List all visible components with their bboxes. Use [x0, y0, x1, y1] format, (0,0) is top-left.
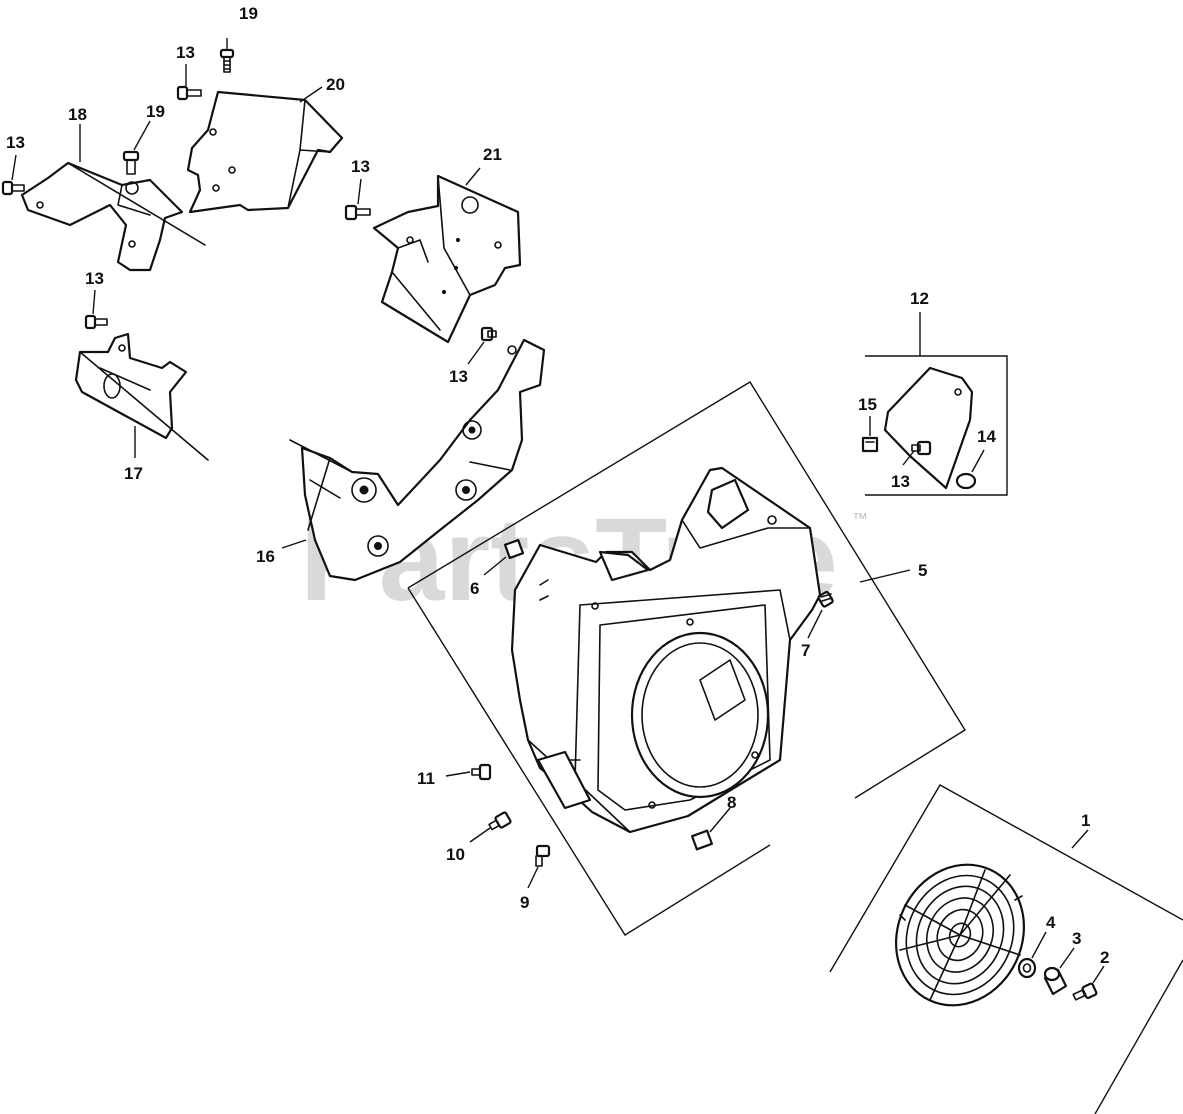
callout-18: 18	[68, 105, 87, 124]
part-13-bolt-d[interactable]	[84, 314, 108, 330]
part-21-shield[interactable]	[372, 174, 522, 344]
leader-13e	[467, 341, 485, 365]
part-11-bolt[interactable]	[471, 763, 492, 781]
callout-13-baffle: 13	[449, 367, 468, 386]
leader-19b	[133, 120, 151, 151]
leader-13f	[902, 450, 915, 466]
callout-15: 15	[858, 395, 877, 414]
callout-13-top: 13	[176, 43, 195, 62]
callout-20: 20	[326, 75, 345, 94]
leader-7	[807, 609, 823, 639]
callout-1: 1	[1081, 811, 1090, 830]
part-13-bolt-a[interactable]	[176, 85, 202, 101]
leader-2	[1092, 965, 1105, 984]
callout-6: 6	[470, 579, 479, 598]
leader-13c	[357, 178, 362, 205]
part-7-insert[interactable]	[817, 590, 834, 608]
part-13-bolt-f[interactable]	[911, 440, 932, 456]
kit-5-frame	[407, 381, 966, 936]
part-4-washer[interactable]	[1017, 957, 1037, 979]
watermark-trademark: ™	[852, 511, 868, 528]
part-5-blower-housing[interactable]	[510, 466, 822, 834]
callout-12: 12	[910, 289, 929, 308]
leader-3	[1059, 947, 1075, 969]
callout-3: 3	[1072, 929, 1081, 948]
callout-5: 5	[918, 561, 927, 580]
part-20-shield[interactable]	[186, 90, 344, 214]
callout-19-top: 19	[239, 4, 258, 23]
part-8-nut[interactable]	[690, 829, 714, 851]
part-15-clip[interactable]	[861, 436, 879, 453]
part-14-plug[interactable]	[955, 472, 977, 490]
part-17-shield[interactable]	[74, 332, 209, 461]
callout-14: 14	[977, 427, 996, 446]
callout-7: 7	[801, 641, 810, 660]
part-13-bolt-b[interactable]	[1, 180, 25, 196]
callout-8: 8	[727, 793, 736, 812]
callout-13-left: 13	[6, 133, 25, 152]
leader-6	[483, 556, 507, 576]
kit-12-frame	[865, 312, 1008, 496]
callout-4: 4	[1046, 913, 1056, 932]
callout-11: 11	[417, 769, 435, 788]
part-3-spacer[interactable]	[1043, 966, 1068, 996]
callout-13-mid: 13	[351, 157, 370, 176]
kit-1-frame	[829, 784, 1183, 1114]
callout-17: 17	[124, 464, 143, 483]
part-19-bolt-b[interactable]	[122, 150, 140, 175]
callout-2: 2	[1100, 948, 1109, 967]
part-6-clip[interactable]	[503, 538, 525, 560]
leader-10	[469, 827, 491, 843]
part-2-bolt[interactable]	[1072, 982, 1098, 1001]
part-13-bolt-c[interactable]	[344, 204, 371, 221]
part-19-bolt-top[interactable]	[219, 48, 235, 73]
part-1-fan-grille[interactable]	[873, 844, 1046, 1027]
leader-13d	[92, 289, 96, 315]
callout-16: 16	[256, 547, 275, 566]
part-9-bolt[interactable]	[535, 844, 551, 867]
part-10-bolt[interactable]	[488, 811, 512, 831]
callout-21: 21	[483, 145, 502, 164]
leader-21	[465, 167, 481, 186]
leader-1	[1071, 829, 1089, 849]
leader-20	[299, 86, 323, 103]
leader-9	[527, 866, 539, 889]
callout-19-bracket: 19	[146, 102, 165, 121]
callout-9: 9	[520, 893, 529, 912]
leader-14	[971, 449, 985, 473]
leader-16	[281, 539, 307, 549]
callout-13-lower: 13	[85, 269, 104, 288]
leader-8	[709, 807, 731, 833]
part-18-bracket[interactable]	[20, 161, 206, 272]
part-13-bolt-e[interactable]	[480, 326, 497, 342]
leader-13b	[11, 154, 17, 181]
callout-13-kit: 13	[891, 472, 910, 491]
part-16-baffle[interactable]	[289, 338, 546, 582]
leader-11	[445, 771, 471, 777]
leader-4	[1031, 931, 1047, 959]
leader-5	[859, 569, 911, 583]
callout-10: 10	[446, 845, 465, 864]
part-12-plate[interactable]	[883, 366, 974, 490]
